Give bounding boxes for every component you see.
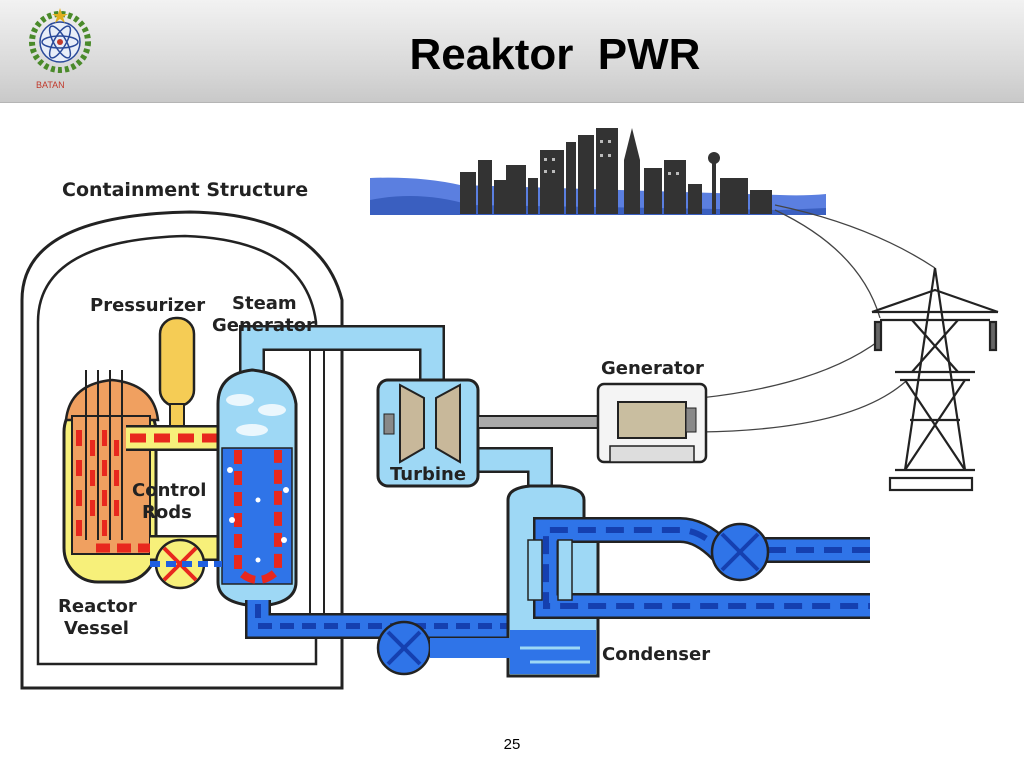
containment-label: Containment Structure [62, 179, 308, 201]
turbine [376, 378, 480, 488]
page-number: 25 [503, 736, 521, 753]
control-label: Control [132, 480, 206, 501]
steam-generator-label: Generator [212, 315, 315, 336]
vessel-label: Vessel [64, 618, 129, 639]
reactor-label: Reactor [58, 596, 137, 617]
generator-label: Generator [601, 358, 704, 379]
pressurizer-label: Pressurizer [90, 295, 205, 316]
city-skyline-icon [370, 128, 826, 215]
cooling-water-pump-icon [710, 522, 770, 582]
turbine-label: Turbine [390, 464, 466, 485]
generator [596, 382, 708, 464]
steam-generator [216, 368, 298, 608]
power-lines [699, 204, 936, 433]
steam-label: Steam [232, 293, 297, 314]
reactor-vessel [62, 370, 160, 584]
feedwater-pump-icon [376, 620, 432, 676]
reactor-coolant-pump-icon [154, 538, 206, 590]
transmission-tower-icon [871, 267, 999, 492]
condenser-label: Condenser [602, 644, 710, 665]
slide-title: Reaktor PWR [409, 30, 701, 79]
turbine-shaft [477, 415, 603, 429]
batan-logo-icon [22, 6, 98, 78]
slide-header: BATAN Reaktor PWR [0, 0, 1024, 103]
condenser [430, 484, 600, 678]
rods-label: Rods [142, 502, 192, 523]
logo-caption: BATAN [36, 80, 65, 90]
condensate-pipe [245, 600, 510, 639]
